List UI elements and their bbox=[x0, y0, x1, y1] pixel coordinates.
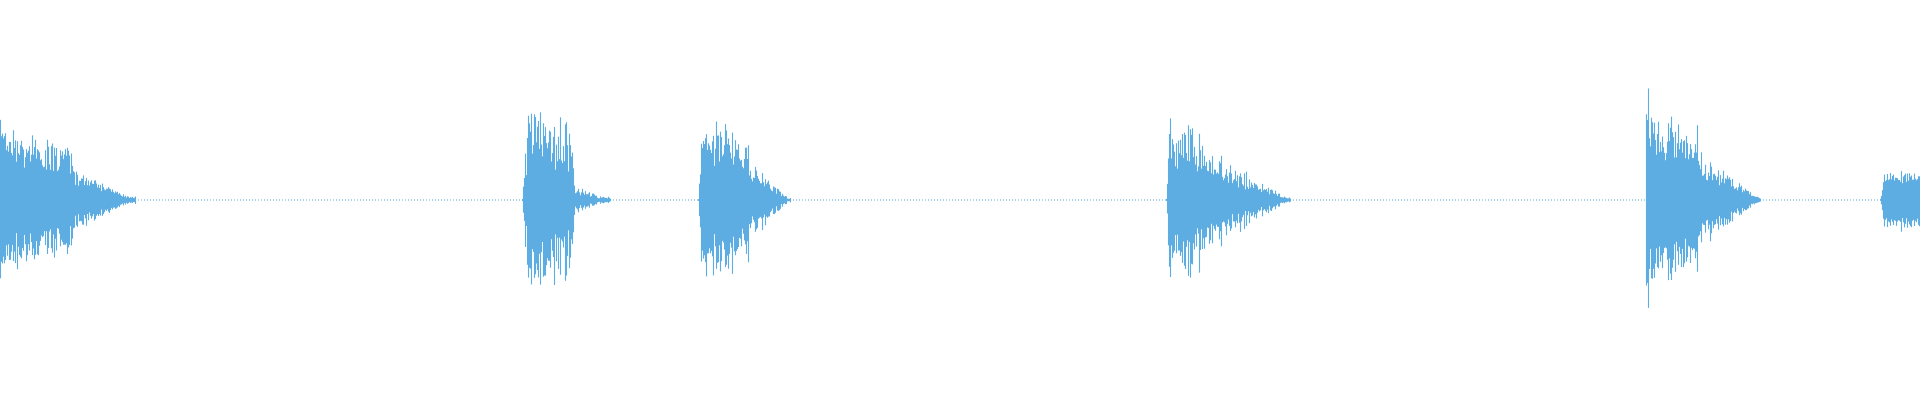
audio-burst bbox=[521, 112, 612, 285]
burst-amplitude bbox=[697, 121, 792, 277]
audio-burst bbox=[1165, 118, 1292, 278]
burst-amplitude bbox=[0, 119, 137, 279]
waveform-bursts bbox=[0, 88, 1920, 308]
burst-amplitude bbox=[521, 112, 612, 285]
burst-amplitude bbox=[1879, 171, 1920, 232]
audio-burst bbox=[1645, 88, 1762, 308]
audio-burst bbox=[697, 121, 792, 277]
burst-amplitude bbox=[1645, 88, 1762, 308]
audio-burst bbox=[1879, 171, 1920, 232]
audio-burst bbox=[0, 119, 137, 279]
burst-amplitude bbox=[1165, 118, 1292, 278]
